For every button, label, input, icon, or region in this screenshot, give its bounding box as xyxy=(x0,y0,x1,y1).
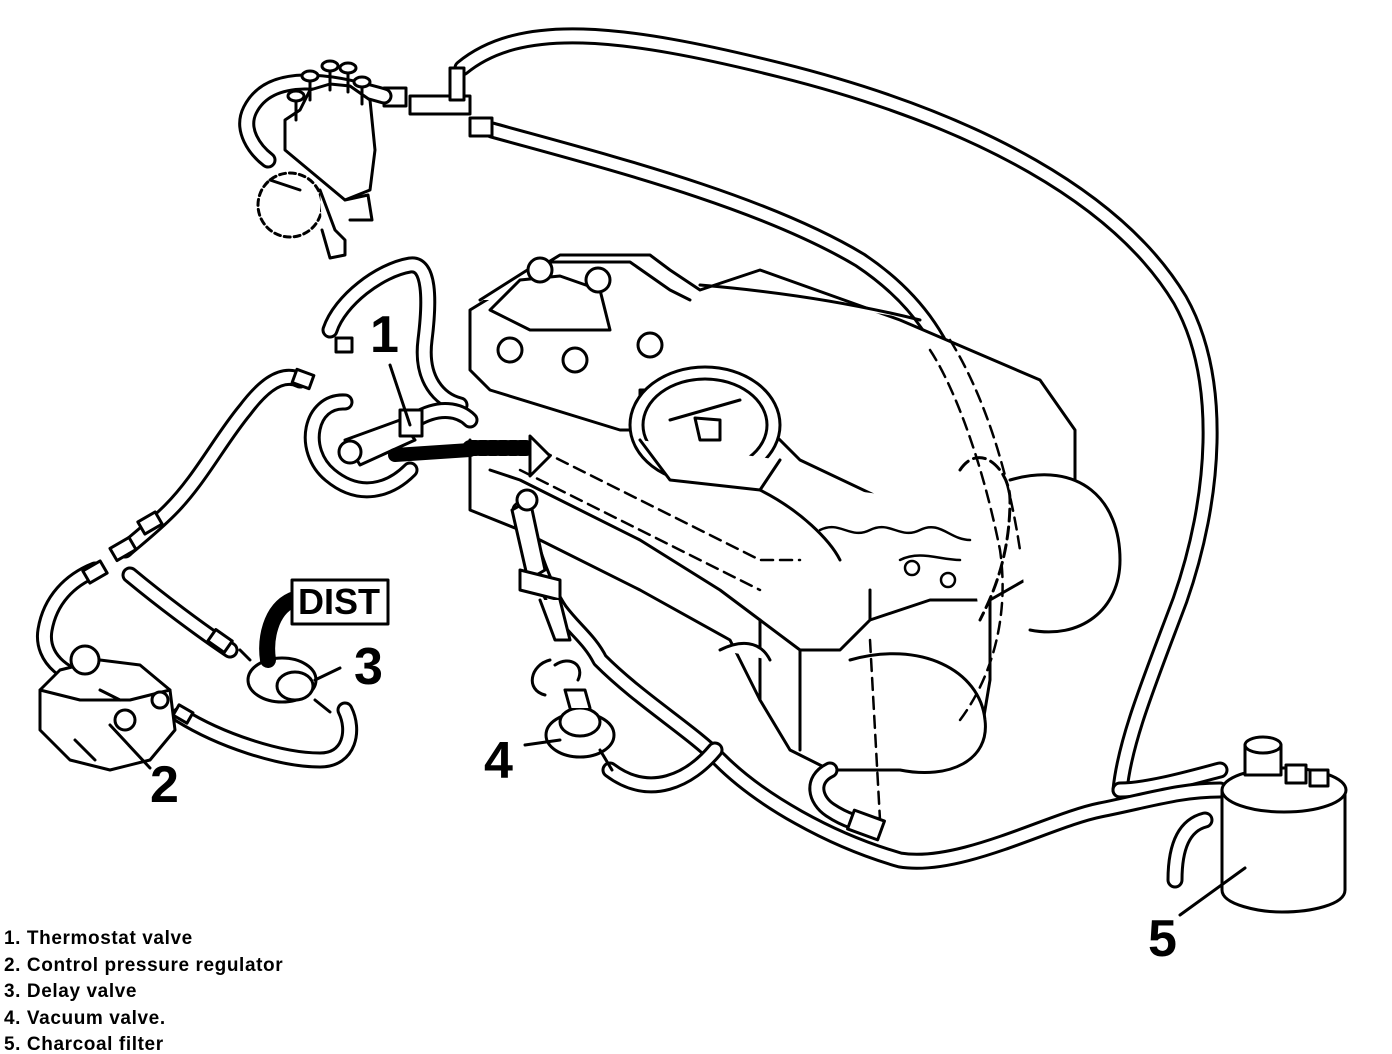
leader-lines xyxy=(108,363,1247,917)
dist-label: DIST xyxy=(298,581,380,622)
callout-3: 3 xyxy=(354,638,383,696)
legend-item: 3. Delay valve xyxy=(4,981,138,1002)
engine-hidden-lines xyxy=(518,338,1022,822)
dist-hose xyxy=(259,592,300,668)
legend-item: 1. Thermostat valve xyxy=(4,928,193,949)
filter-stub-hose xyxy=(1166,811,1214,889)
delay-valve xyxy=(238,648,332,714)
dist-label-box xyxy=(290,578,390,626)
injector xyxy=(510,488,886,842)
fitting-arrow xyxy=(388,434,552,478)
legend: 1. Thermostat valve 2. Control pressure … xyxy=(4,926,283,1054)
thermostat-valve xyxy=(337,408,424,467)
callout-1: 1 xyxy=(370,306,399,364)
legend-item: 5. Charcoal filter xyxy=(4,1034,164,1054)
control-pressure-regulator xyxy=(38,644,177,772)
charcoal-filter xyxy=(1220,735,1348,914)
callout-2: 2 xyxy=(150,756,179,814)
air-flow-meter xyxy=(628,365,842,562)
t-fitting xyxy=(382,66,494,138)
legend-item: 2. Control pressure regulator xyxy=(4,954,284,976)
callout-5: 5 xyxy=(1148,910,1177,968)
hose-couplers xyxy=(81,336,354,725)
legend-item: 4. Vacuum valve. xyxy=(4,1007,166,1029)
vacuum-valve xyxy=(530,658,616,772)
distributor xyxy=(256,59,377,260)
intake-detail xyxy=(818,525,972,589)
callout-4: 4 xyxy=(484,732,513,790)
hose-top-to-filter xyxy=(453,27,1229,799)
